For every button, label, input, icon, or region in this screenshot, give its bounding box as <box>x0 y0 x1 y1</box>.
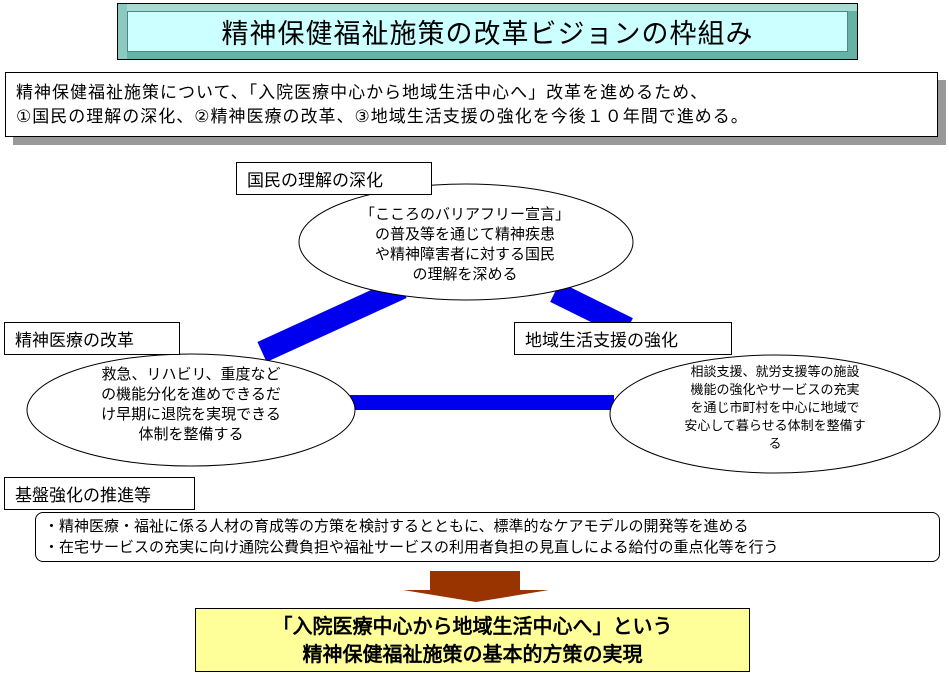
text-line: の普及等を通じて精神疾患 <box>374 225 555 243</box>
arrow-shaft <box>430 571 520 591</box>
text-line: 救急、リハビリ、重度など <box>101 365 281 383</box>
text-line: 相談支援、就労支援等の施設 <box>690 365 860 380</box>
label-medical: 精神医療の改革 <box>4 322 180 355</box>
label-foundation: 基盤強化の推進等 <box>4 477 195 510</box>
bevel <box>118 4 127 59</box>
text-line: 安心して暮らせる体制を整備す <box>684 419 866 434</box>
ellipse-medical <box>26 353 356 467</box>
connector-left-top <box>257 277 407 363</box>
title-banner: 精神保健福祉施策の改革ビジョンの枠組み <box>117 3 858 60</box>
text-line: 「こころのバリアフリー宣言」 <box>359 205 570 223</box>
label-understanding: 国民の理解の深化 <box>236 162 432 195</box>
result-line: 「入院医療中心から地域生活中心へ」という <box>272 614 673 638</box>
intro-box: 精神保健福祉施策について、「入院医療中心から地域生活中心へ」改革を進めるため、 … <box>5 72 938 137</box>
connector-bottom <box>350 395 614 410</box>
intro-line: 精神保健福祉施策について、「入院医療中心から地域生活中心へ」改革を進めるため、 <box>16 83 709 103</box>
text-line: を通じ市町村を中心に地域で <box>690 401 860 416</box>
text-line: る <box>768 437 782 452</box>
bevel <box>118 4 857 11</box>
ellipse-understanding <box>298 183 634 301</box>
result-box: 「入院医療中心から地域生活中心へ」という 精神保健福祉施策の基本的方策の実現 <box>195 608 750 672</box>
label-community: 地域生活支援の強化 <box>514 322 732 355</box>
ellipse-community <box>609 354 941 474</box>
foundation-item: ・在宅サービスの充実に向け通院公費負担や福祉サービスの利用者負担の見直しによる給… <box>44 538 779 556</box>
foundation-box: ・精神医療・福祉に係る人材の育成等の方策を検討するとともに、標準的なケアモデルの… <box>35 512 940 562</box>
text-line: の理解を深める <box>412 265 518 283</box>
text-line: の機能分化を進めできるだ <box>101 385 281 403</box>
intro-line: ①国民の理解の深化、②精神医療の改革、③地域生活支援の強化を今後１０年間で進める… <box>16 107 749 127</box>
text-community: 相談支援、就労支援等の施設 機能の強化やサービスの充実 を通じ市町村を中心に地域… <box>650 364 900 454</box>
text-line: 機能の強化やサービスの充実 <box>690 383 860 398</box>
arrow-down-icon <box>403 590 549 602</box>
text-line: 体制を整備する <box>138 425 244 443</box>
result-line: 精神保健福祉施策の基本的方策の実現 <box>302 642 643 666</box>
foundation-item: ・精神医療・福祉に係る人材の育成等の方策を検討するとともに、標準的なケアモデルの… <box>44 517 749 535</box>
text-understanding: 「こころのバリアフリー宣言」 の普及等を通じて精神疾患 や精神障害者に対する国民… <box>330 204 600 284</box>
text-medical: 救急、リハビリ、重度など の機能分化を進めできるだ け早期に退院を実現できる 体… <box>56 364 326 444</box>
page-title: 精神保健福祉施策の改革ビジョンの枠組み <box>127 11 848 52</box>
text-line: け早期に退院を実現できる <box>101 405 281 423</box>
text-line: や精神障害者に対する国民 <box>374 245 555 263</box>
